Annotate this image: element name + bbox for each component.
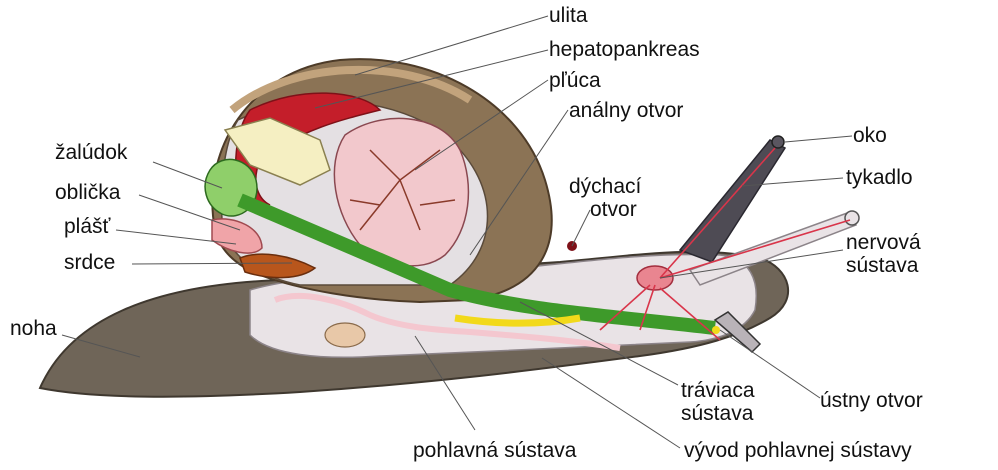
label-dychaci-1: dýchací (569, 176, 641, 198)
leader-dychaci (572, 210, 590, 246)
label-nervova-2: sústava (846, 255, 918, 277)
reproductive-sac (325, 323, 365, 347)
label-oko: oko (853, 125, 887, 147)
leader-oko (785, 136, 852, 142)
label-oblicka: oblička (55, 182, 120, 204)
label-tykadlo: tykadlo (846, 167, 913, 189)
label-pluca: pľúca (549, 70, 601, 92)
leader-vyvod (542, 358, 680, 448)
label-srdce: srdce (64, 252, 115, 274)
upper-eye (772, 136, 784, 148)
label-hepatopankreas: hepatopankreas (549, 39, 700, 61)
label-traviaca-2: sústava (681, 403, 753, 425)
leader-ulita (355, 16, 548, 75)
label-pohlavna-sustava: pohlavná sústava (413, 440, 576, 462)
mouth-dot (712, 326, 720, 334)
label-zaludok: žalúdok (55, 142, 127, 164)
label-noha: noha (10, 318, 57, 340)
label-dychaci-2: otvor (590, 199, 637, 221)
lower-eye (845, 211, 859, 225)
label-traviaca-1: tráviaca (681, 380, 755, 402)
label-ustny-otvor: ústny otvor (820, 390, 923, 412)
label-vyvod: vývod pohlavnej sústavy (684, 440, 912, 462)
label-nervova-1: nervová (846, 232, 921, 254)
label-ulita: ulita (549, 5, 588, 27)
label-plast: plášť (64, 216, 110, 238)
label-analny-otvor: análny otvor (569, 100, 683, 122)
